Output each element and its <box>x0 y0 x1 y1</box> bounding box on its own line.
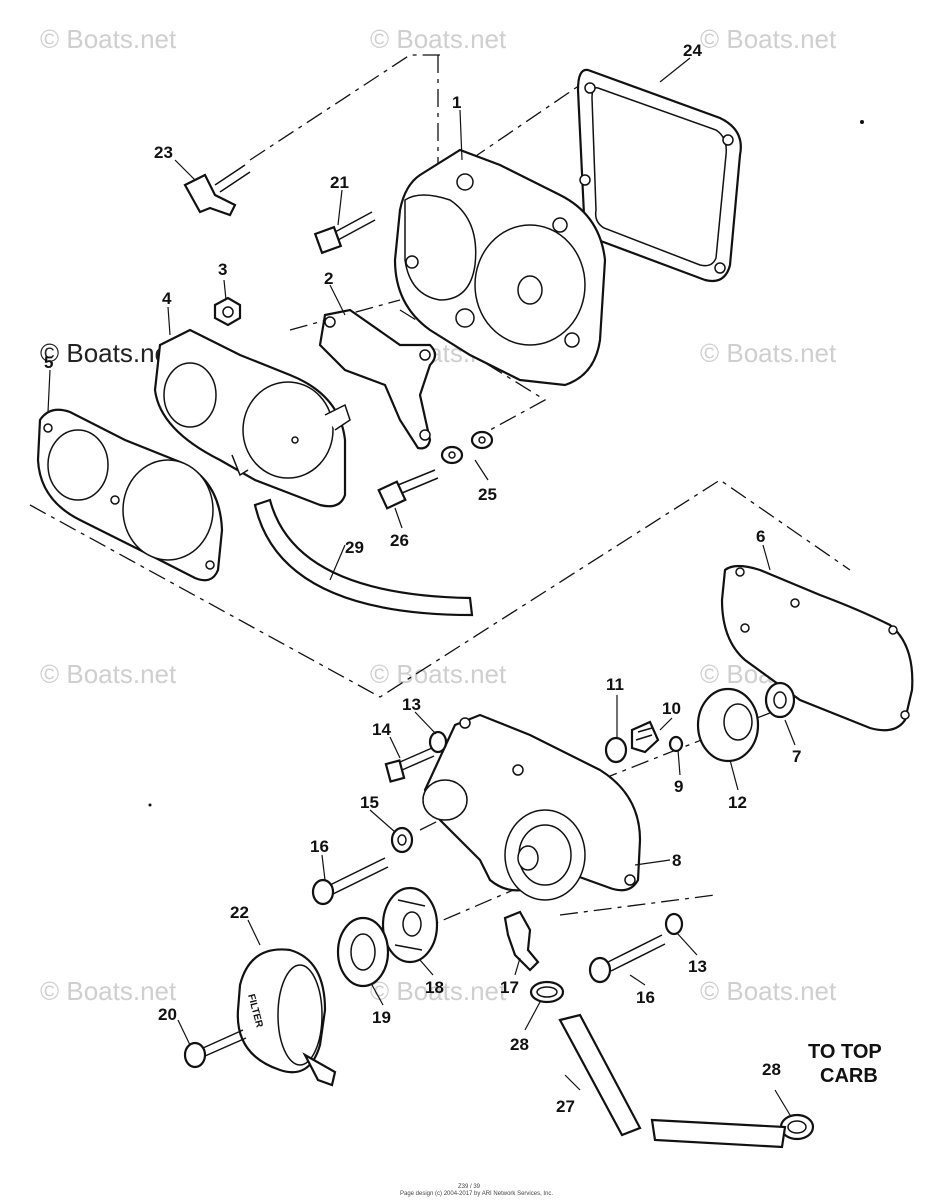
callout-labels: 1 2 3 4 5 6 7 8 9 10 11 12 13 14 15 16 1… <box>44 41 801 1116</box>
footer: Z39 / 39 Page design (c) 2004-2017 by AR… <box>400 1184 553 1197</box>
stray-mark <box>148 803 152 807</box>
callout-16: 16 <box>310 837 329 856</box>
part-8-pump-body <box>422 713 642 901</box>
callout-9: 9 <box>674 777 683 796</box>
footer-line-2: Page design (c) 2004-2017 by ARI Network… <box>400 1191 553 1197</box>
callout-28: 28 <box>762 1060 781 1079</box>
part-20-screw <box>183 1029 247 1069</box>
footer-line-1: Z39 / 39 <box>458 1184 481 1190</box>
part-12-diaphragm <box>696 687 760 763</box>
callout-6: 6 <box>756 527 765 546</box>
watermark: © Boats.net <box>40 338 177 368</box>
callout-2: 2 <box>324 269 333 288</box>
assembly-lines-upper <box>29 54 851 698</box>
part-1-pump-cover <box>393 148 607 387</box>
callout-10: 10 <box>662 699 681 718</box>
part-16-screw-left <box>311 857 389 906</box>
callout-27: 27 <box>556 1097 575 1116</box>
part-29-hose <box>253 498 474 617</box>
part-2-bracket <box>318 308 437 450</box>
callout-18: 18 <box>425 978 444 997</box>
callout-11: 11 <box>606 675 624 694</box>
callout-7: 7 <box>792 747 801 766</box>
callout-8: 8 <box>672 851 681 870</box>
part-28-clamp-upper <box>529 980 565 1004</box>
part-24-gasket <box>576 68 742 283</box>
callout-20: 20 <box>158 1005 177 1024</box>
callout-17: 17 <box>500 978 519 997</box>
part-6-gasket <box>720 564 914 732</box>
stray-mark <box>860 120 864 124</box>
watermark: © Boats.net <box>370 24 507 54</box>
part-19-gasket-ring <box>336 916 390 988</box>
part-11-washer <box>604 736 628 764</box>
part-13-washer-upper <box>428 730 448 754</box>
watermark: © Boats.net <box>700 338 837 368</box>
watermark: © Boats.net <box>700 24 837 54</box>
callout-24: 24 <box>683 41 702 60</box>
callout-23: 23 <box>154 143 173 162</box>
callout-29: 29 <box>345 538 364 557</box>
callout-19: 19 <box>372 1008 391 1027</box>
part-27-hose <box>558 1013 787 1149</box>
watermark: © Boats.net <box>370 659 507 689</box>
part-17-fitting <box>503 910 540 972</box>
part-5-gasket <box>36 408 224 582</box>
part-14-screw <box>384 747 435 783</box>
watermark: © Boats.net <box>370 976 507 1006</box>
to-top-carb-note: TO TOP CARB <box>808 1041 882 1087</box>
callout-25: 25 <box>478 485 497 504</box>
note-line-1: TO TOP <box>808 1041 882 1063</box>
callout-5: 5 <box>44 353 53 372</box>
part-9-screw <box>668 735 684 753</box>
callout-22: 22 <box>230 903 249 922</box>
part-3-nut <box>213 296 242 327</box>
callout-12: 12 <box>728 793 747 812</box>
callout-14: 14 <box>372 720 391 739</box>
watermark: © Boats.net <box>40 24 177 54</box>
part-23-fitting <box>183 164 251 217</box>
callout-13: 13 <box>688 957 707 976</box>
callout-3: 3 <box>218 260 227 279</box>
part-15-lockwasher <box>390 826 414 854</box>
callout-4: 4 <box>162 289 172 308</box>
part-10-valve <box>630 720 660 754</box>
callout-13: 13 <box>402 695 421 714</box>
callout-16: 16 <box>636 988 655 1007</box>
callout-15: 15 <box>360 793 379 812</box>
part-4-housing <box>153 328 351 508</box>
part-21-screw <box>313 211 376 255</box>
callout-28: 28 <box>510 1035 529 1054</box>
part-25-nuts <box>440 430 494 465</box>
part-7-washer <box>764 681 796 719</box>
leader-lines <box>47 57 796 1116</box>
part-18-plate <box>381 886 439 964</box>
part-26-bolt <box>377 469 439 510</box>
part-16-screw-right <box>588 934 666 984</box>
callout-26: 26 <box>390 531 409 550</box>
callout-1: 1 <box>452 93 461 112</box>
watermark: © Boats.net <box>40 976 177 1006</box>
part-13-washer-lower <box>664 912 684 936</box>
watermark: © Boats.net <box>700 976 837 1006</box>
callout-21: 21 <box>330 173 349 192</box>
part-22-filter-cover: FILTER <box>236 948 337 1087</box>
watermark: © Boats.net <box>40 659 177 689</box>
note-line-2: CARB <box>820 1065 878 1087</box>
